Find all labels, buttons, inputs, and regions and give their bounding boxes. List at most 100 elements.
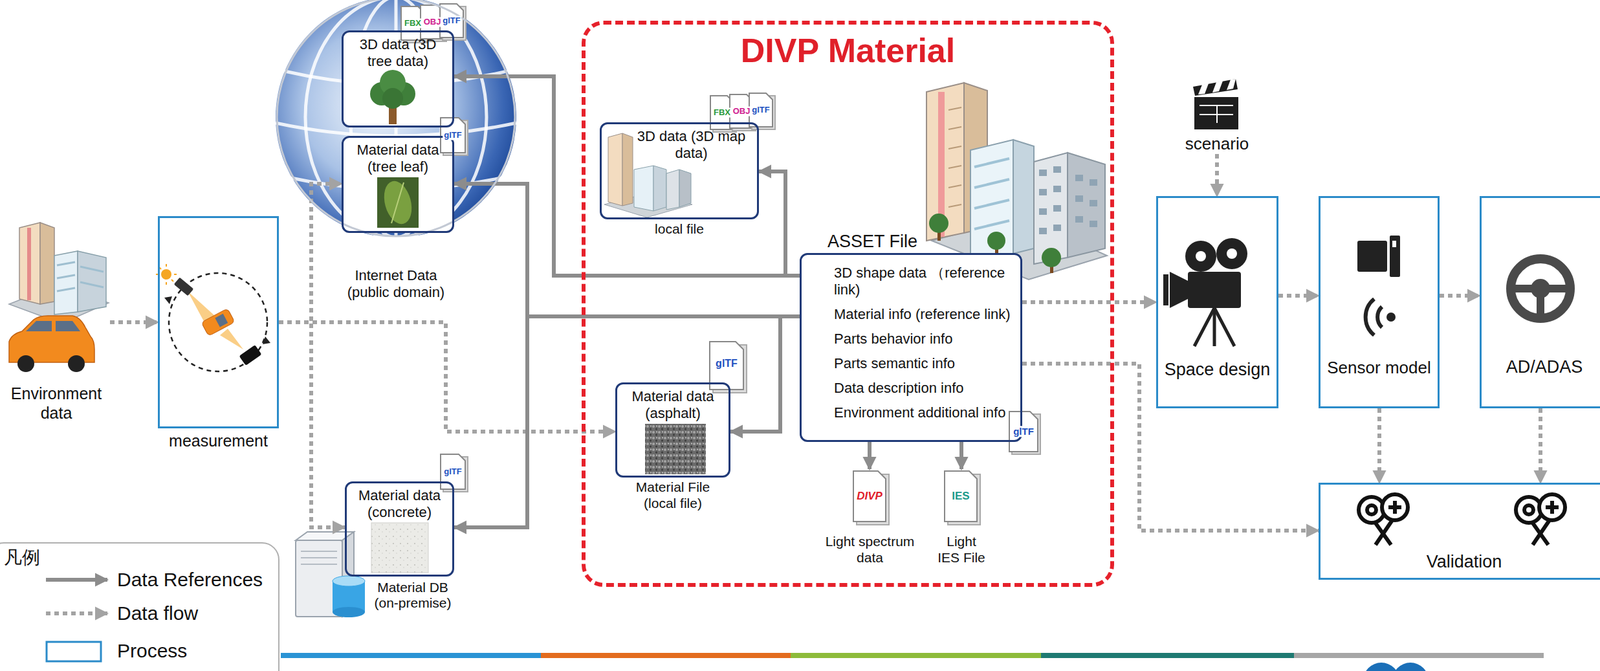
file-format-label: glTF — [441, 16, 462, 26]
city-illustration — [1075, 216, 1084, 223]
file-format-label: glTF — [1011, 425, 1036, 437]
clapperboard-icon — [1193, 78, 1239, 130]
legend-sample — [42, 637, 114, 664]
footer-bar — [280, 652, 541, 658]
measurement-illustration — [214, 313, 228, 328]
data-flow-arrow — [278, 183, 342, 323]
measurement-illustration — [174, 277, 194, 297]
clapperboard-icon — [1194, 97, 1239, 130]
box-fill — [799, 252, 1023, 442]
city-illustration — [1053, 205, 1062, 212]
data-flow-arrow — [1538, 408, 1543, 483]
node-label: Material info (reference link) — [833, 306, 1016, 323]
footer-bar — [790, 652, 1042, 658]
environment-illustration — [25, 320, 52, 332]
city-illustration — [1041, 247, 1062, 268]
measurement-illustration — [155, 263, 271, 372]
node-label: Material data (asphalt) — [622, 388, 724, 422]
node-label: Internet Data (public domain) — [340, 267, 452, 301]
city-illustration — [987, 231, 1006, 250]
movie-camera-icon — [1194, 307, 1235, 347]
measurement-illustration — [161, 269, 172, 280]
environment-illustration — [54, 251, 78, 315]
steering-wheel-icon — [1510, 258, 1571, 319]
server-icon — [300, 551, 338, 565]
node-body: Material data (concrete) — [346, 483, 453, 525]
measurement-illustration — [164, 296, 173, 305]
leaf-photo — [377, 177, 419, 228]
server-icon — [332, 606, 365, 618]
node-body: 3D data (3D map data) — [601, 124, 757, 166]
movie-camera-icon — [1194, 307, 1215, 347]
environment-illustration — [56, 274, 76, 279]
data-box: 3D data (3D tree data) — [341, 30, 455, 128]
box-fill — [341, 30, 455, 128]
file-icon — [853, 471, 886, 522]
movie-camera-icon — [1185, 240, 1217, 272]
data-reference-arrow — [454, 316, 800, 528]
internet-globe: Internet Data (public domain)3D data (3D… — [275, 0, 517, 238]
node-label: Environment additional info — [833, 404, 1016, 422]
environment-illustration — [80, 282, 104, 288]
city-illustration — [1039, 227, 1047, 235]
clapperboard-icon — [1216, 106, 1218, 123]
environment-illustration — [56, 262, 104, 292]
city-illustration — [1075, 174, 1084, 182]
city-illustration — [926, 82, 1107, 280]
validation-pin-icon — [1539, 494, 1566, 521]
data-flow-arrow — [109, 320, 158, 325]
city-illustration — [1075, 195, 1084, 202]
legend-sample — [42, 600, 114, 627]
data-reference-arrow — [454, 183, 800, 317]
node-body: Material data (tree leaf) — [343, 137, 453, 180]
node-label: 3D data (3D tree data) — [348, 36, 448, 70]
node-body: DIVP Material — [585, 24, 1111, 70]
city-illustration — [970, 139, 1014, 262]
node-body: Material data (asphalt) — [617, 384, 729, 426]
sensor-icon — [1377, 306, 1382, 328]
environment-illustration — [77, 251, 107, 312]
server-icon — [300, 550, 338, 552]
environment-illustration — [40, 222, 55, 305]
city-illustration — [974, 158, 1010, 167]
city-illustration — [948, 107, 962, 208]
validation-pin-icon — [1381, 494, 1408, 521]
leaf-photo — [377, 177, 419, 228]
validation-pin-icon — [1358, 494, 1566, 545]
data-box: Material data (asphalt)Material File (lo… — [615, 382, 731, 478]
city-illustration — [1089, 220, 1098, 228]
process-box: AD/ADAS — [1479, 196, 1600, 409]
measurement-illustration — [168, 273, 268, 372]
light-ies-node: Light IES File — [929, 469, 994, 567]
footer-bar — [1363, 662, 1400, 671]
sensor-icon — [1386, 312, 1396, 322]
divp-region: DIVP Material3D data (3D map data)local … — [581, 20, 1115, 587]
steering-wheel-icon — [1510, 258, 1571, 319]
city-illustration — [948, 126, 962, 130]
movie-camera-icon — [1195, 251, 1206, 262]
city-illustration — [1053, 224, 1062, 231]
footer-bar — [280, 652, 1544, 671]
node-label: Parts semantic info — [833, 355, 1016, 373]
city-illustration — [974, 179, 1010, 188]
legend-panel — [0, 542, 279, 671]
legend-text: Process — [117, 639, 187, 663]
node-label: 3D data (3D map data) — [630, 128, 752, 162]
globe-illustration — [275, 0, 517, 238]
movie-camera-icon — [1169, 271, 1188, 308]
movie-camera-icon — [1213, 307, 1217, 347]
environment-illustration — [56, 262, 76, 266]
node-label: Material data (concrete) — [351, 487, 448, 521]
movie-camera-icon — [1216, 238, 1248, 270]
measurement-illustration — [165, 263, 167, 267]
scenario-node: scenario — [1173, 76, 1261, 154]
node-label: Environment data — [2, 384, 110, 423]
city-illustration — [1039, 208, 1047, 215]
map-buildings-illustration — [653, 165, 667, 211]
steering-wheel-icon — [1530, 278, 1551, 299]
environment-illustration — [27, 227, 32, 301]
footer-bar — [1293, 652, 1544, 658]
tree-illustration — [370, 69, 416, 125]
legend-panel — [0, 542, 279, 671]
validation-pin-icon — [1524, 505, 1534, 515]
